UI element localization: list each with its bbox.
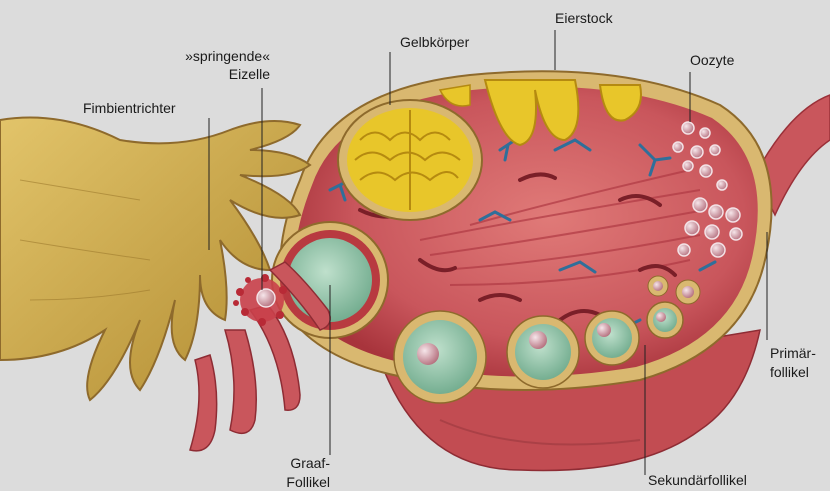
label-graaf-1: Graaf- <box>220 455 330 472</box>
label-primaer-1: Primär- <box>770 345 816 362</box>
label-eierstock: Eierstock <box>555 10 613 27</box>
label-graaf-2: Follikel <box>220 474 330 491</box>
label-oozyte: Oozyte <box>690 52 734 69</box>
label-springende-1: »springende« <box>150 48 270 65</box>
label-primaer-2: follikel <box>770 364 809 381</box>
label-springende-2: Eizelle <box>150 66 270 83</box>
label-fimbientrichter: Fimbientrichter <box>83 100 176 117</box>
label-sekundaerfollikel: Sekundärfollikel <box>648 472 747 489</box>
label-gelbkoerper: Gelbkörper <box>400 34 469 51</box>
corpus-luteum <box>338 100 482 220</box>
